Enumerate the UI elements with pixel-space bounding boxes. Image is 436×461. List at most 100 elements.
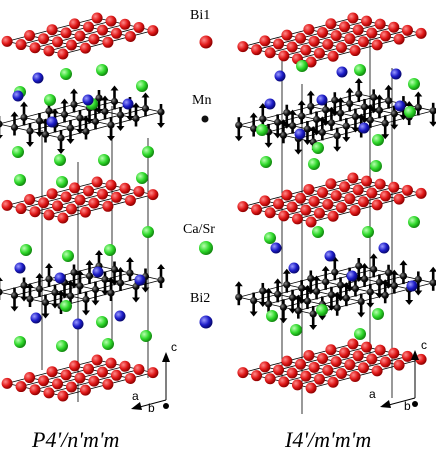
bi1-atom (300, 204, 312, 216)
mn-atom (342, 294, 350, 302)
spin-arrowhead (333, 291, 342, 297)
a-axis-arrowhead (380, 400, 391, 408)
bi1-atom (349, 45, 361, 57)
bi1-atom (199, 35, 213, 49)
mn-atom (399, 272, 408, 280)
ca-sr-atom (140, 330, 152, 342)
spin-arrowhead (157, 123, 165, 128)
spin-arrowhead (91, 300, 100, 306)
mn-atom (82, 127, 90, 136)
spin-arrowhead (354, 78, 363, 83)
bi1-atom (366, 187, 378, 199)
bi1-atom (24, 194, 36, 206)
mn-atom (274, 118, 282, 126)
mn-atom (279, 131, 288, 139)
mn-atom (366, 288, 374, 296)
bi1-atom (303, 349, 315, 361)
spin-arrowhead (318, 315, 327, 321)
bi1-atom (357, 196, 369, 208)
bi1-atom (366, 27, 378, 39)
spin-arrowhead (342, 282, 351, 288)
spin-arrowhead (45, 263, 53, 268)
bi2-atom (274, 70, 286, 82)
right-space-group-label: I4'/m'm'm (285, 427, 372, 452)
spin-arrowhead (375, 293, 384, 299)
ca-sr-atom (60, 68, 72, 80)
bi2-atom (199, 315, 213, 329)
bi1-atom (43, 387, 55, 399)
bi1-atom (379, 190, 391, 202)
right-axis-c-label: c (421, 338, 427, 352)
spin-arrowhead (429, 121, 436, 127)
bi1-atom (57, 48, 69, 60)
mn-atom (298, 112, 306, 120)
ca-sr-atom (266, 310, 278, 322)
bi2-atom (92, 266, 104, 278)
mn-atom (336, 281, 345, 289)
spin-arrowhead (126, 257, 134, 262)
mn-atom (85, 272, 94, 280)
spin-arrowhead (405, 300, 414, 306)
spin-arrowhead (306, 289, 315, 295)
mn-atom (107, 121, 115, 129)
bi1-atom (105, 15, 117, 27)
spin-arrowhead (336, 97, 345, 103)
mn-atom (57, 134, 65, 142)
bi1-atom (65, 39, 77, 51)
bi1-atom (281, 189, 293, 201)
bi1-atom (124, 372, 136, 384)
bi1-atom (347, 12, 359, 24)
ca-sr-atom (20, 244, 32, 256)
bi1-atom (327, 210, 339, 222)
spin-arrowhead (294, 149, 303, 155)
mn-atom (360, 275, 369, 283)
mn-atom (259, 287, 267, 295)
bi1-atom (308, 195, 320, 207)
ca-sr-atom (96, 64, 108, 76)
bi2-atom (114, 310, 126, 322)
ca-sr-atom (98, 154, 110, 166)
spin-arrowhead (0, 135, 3, 139)
bi1-atom (91, 12, 103, 24)
mn-atom (157, 276, 165, 284)
spin-arrowhead (399, 115, 408, 121)
spin-arrowhead (0, 277, 3, 281)
ca-sr-atom (96, 316, 108, 328)
bi1-atom (374, 178, 386, 190)
bi2-atom (378, 242, 390, 254)
bi1-atom (124, 194, 136, 206)
bi1-atom (357, 362, 369, 374)
mn-atom (414, 103, 422, 112)
spin-arrowhead (10, 111, 19, 117)
bi1-atom (110, 369, 122, 381)
spin-arrowhead (51, 303, 59, 309)
spin-arrowhead (264, 142, 273, 148)
bi1-atom (349, 371, 361, 383)
mn-atom (95, 94, 103, 102)
bi1-atom (286, 41, 298, 53)
spin-arrowhead (95, 109, 103, 114)
bi1-atom (124, 30, 136, 42)
spin-arrowhead (20, 101, 28, 107)
spin-arrowhead (327, 305, 336, 311)
mn-atom (384, 97, 393, 105)
spin-arrowhead (384, 283, 393, 289)
ca-sr-atom (312, 142, 324, 154)
spin-arrowhead (273, 133, 282, 139)
bi1-atom (133, 21, 145, 33)
mn-atom (235, 121, 243, 129)
bi1-atom (308, 361, 320, 373)
left-axis-b-label: b (148, 401, 155, 415)
spin-arrowhead (51, 108, 59, 114)
mn-atom (76, 114, 84, 122)
bi2-atom (336, 66, 348, 78)
bi1-atom (393, 33, 405, 45)
ca-sr-atom (12, 146, 24, 158)
bi1-atom (339, 347, 351, 359)
bi2-atom (390, 68, 402, 80)
c-axis-arrowhead (411, 350, 419, 360)
bi1-atom (38, 197, 50, 209)
mn-atom (20, 281, 28, 290)
bi1-atom (15, 203, 27, 215)
mn-atom (45, 275, 53, 283)
